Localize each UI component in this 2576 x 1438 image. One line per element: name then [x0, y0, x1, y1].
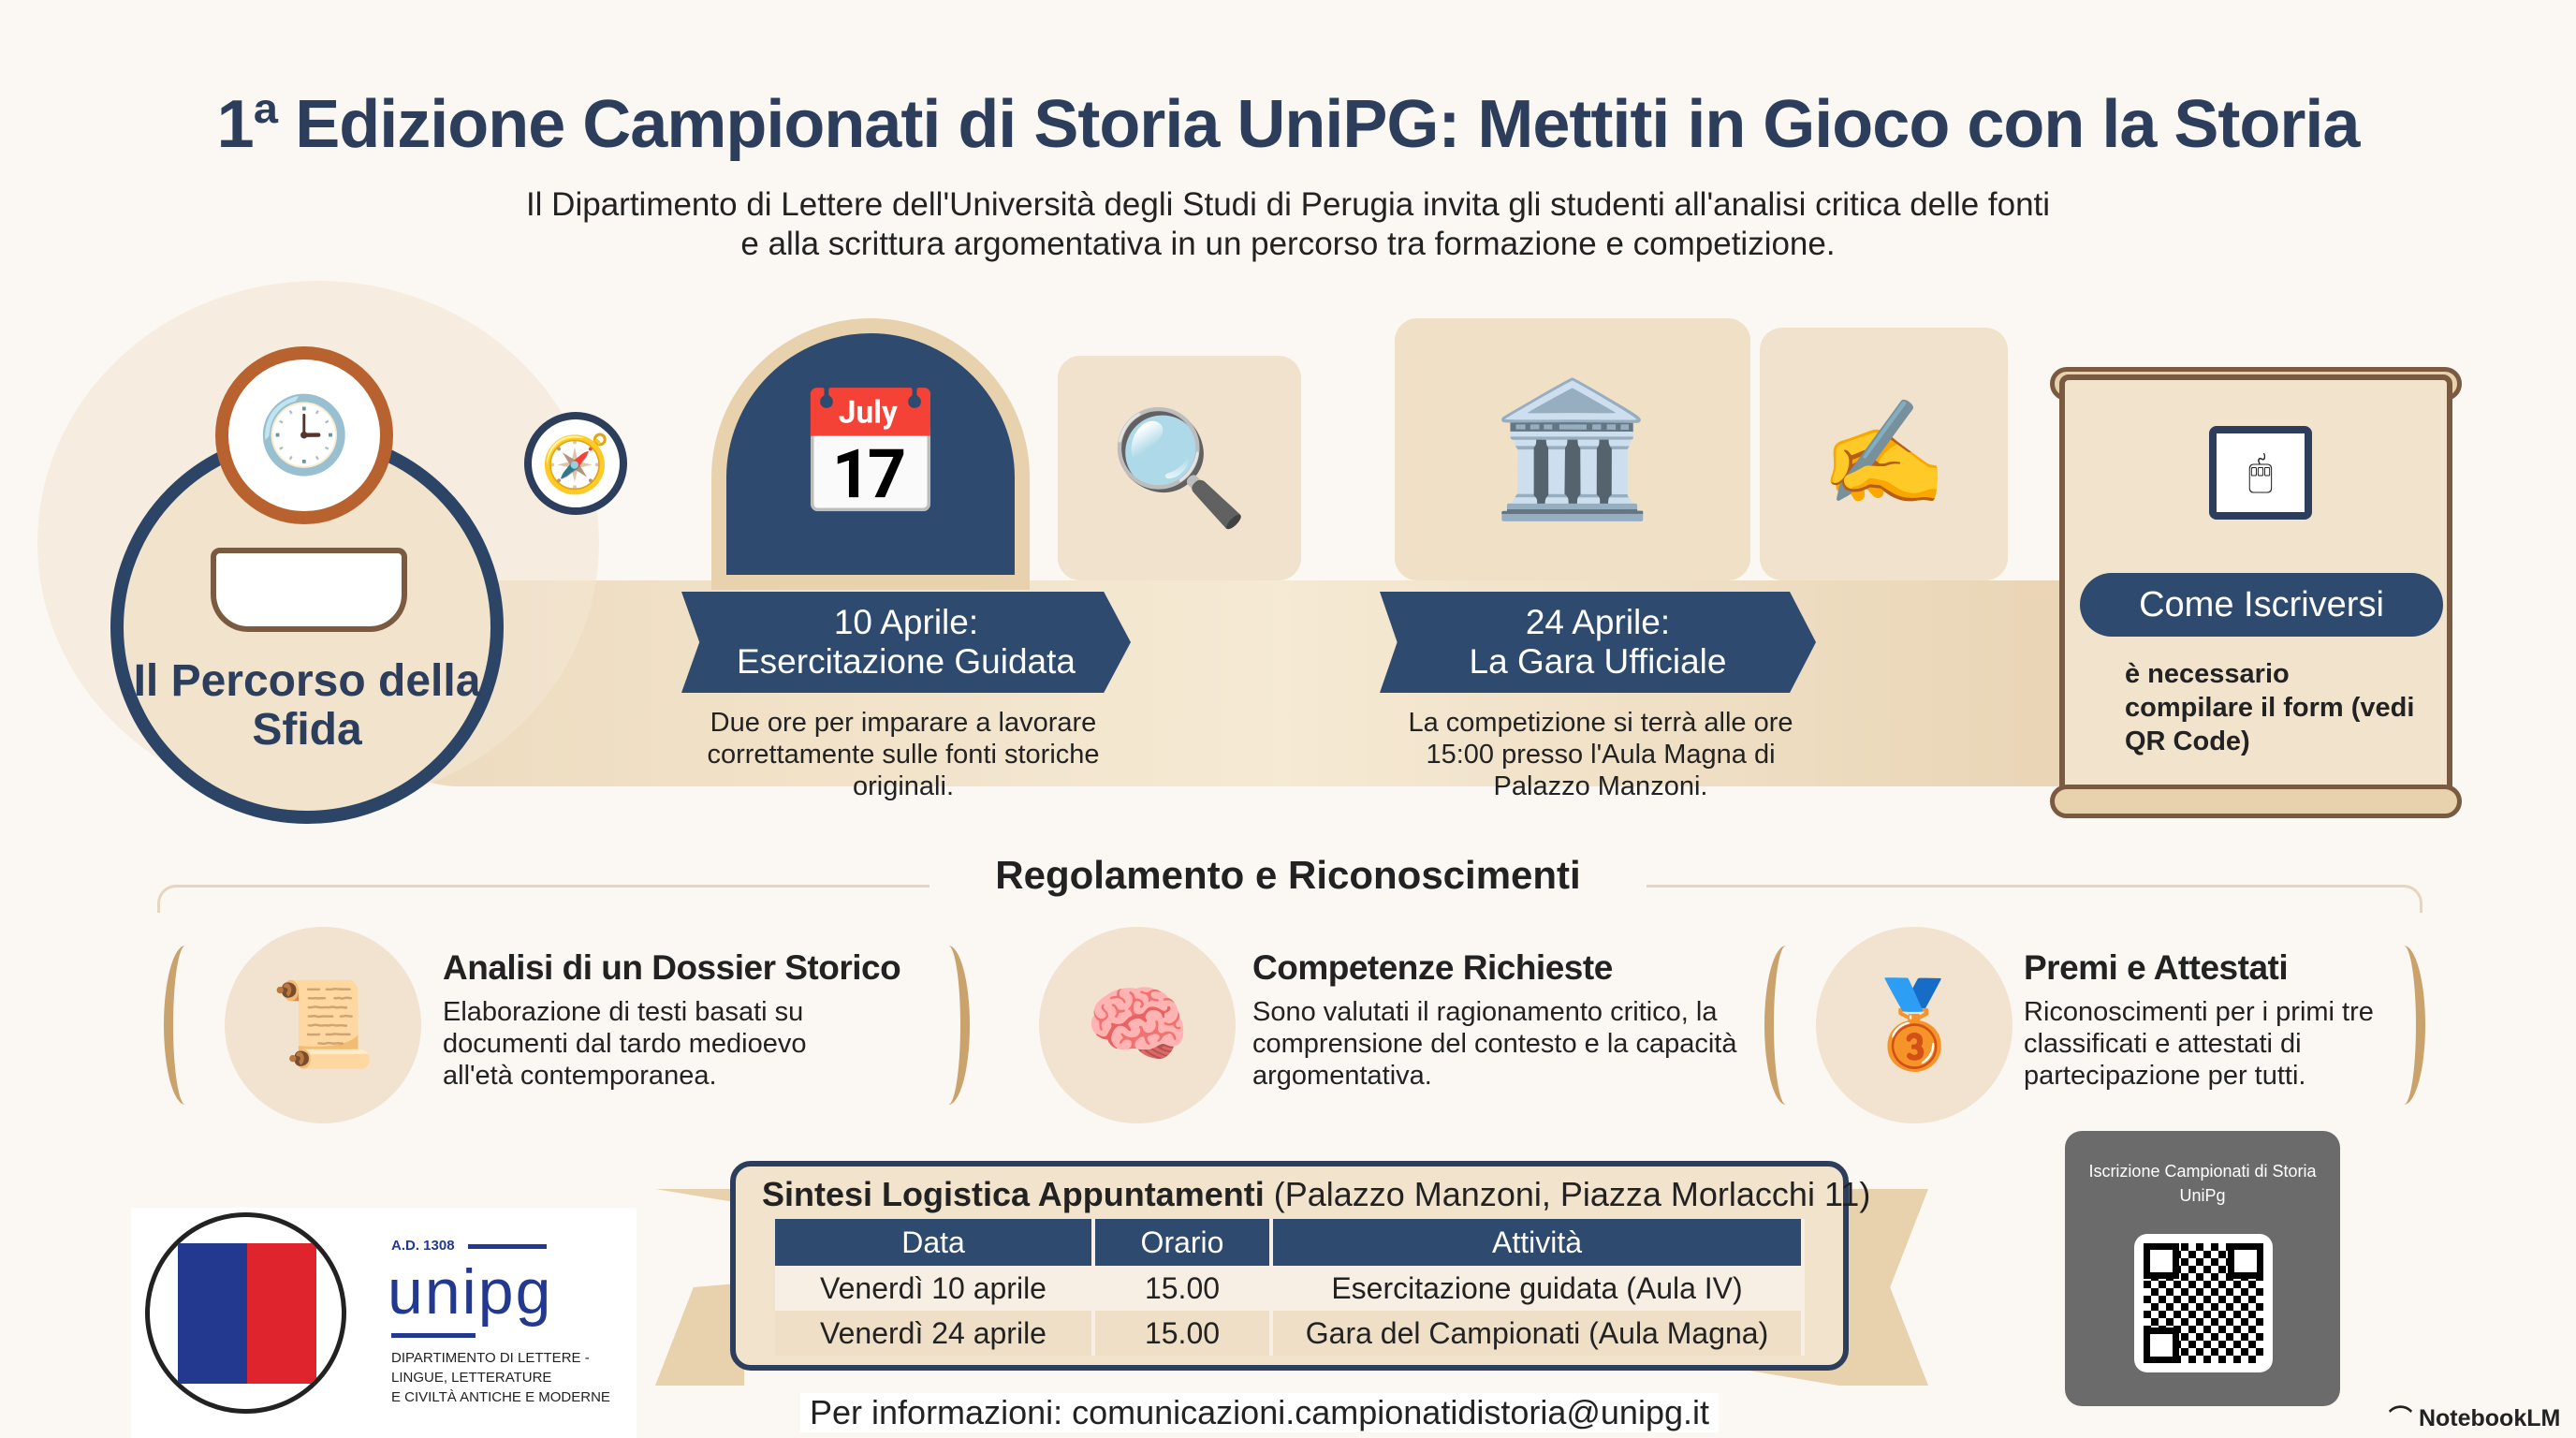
logo-brand: unipg — [388, 1256, 553, 1328]
rule-title: Premi e Attestati — [2024, 948, 2289, 987]
logistics-table: Data Orario Attività Venerdì 10 aprile 1… — [775, 1219, 1805, 1356]
table-cell: Esercitazione guidata (Aula IV) — [1271, 1266, 1805, 1311]
qr-code[interactable] — [2134, 1234, 2273, 1372]
scroll-icon: 📜 — [225, 927, 421, 1123]
step-banner-1: 10 Aprile: Esercitazione Guidata — [681, 592, 1131, 693]
rule-title: Analisi di un Dossier Storico — [443, 948, 901, 987]
step-name: La Gara Ufficiale — [1469, 642, 1727, 681]
logo-year: A.D. 1308 — [391, 1238, 455, 1254]
column-header: Attività — [1271, 1219, 1805, 1266]
table-cell: Venerdì 24 aprile — [775, 1311, 1095, 1356]
dept-line: DIPARTIMENTO DI LETTERE - — [391, 1350, 590, 1366]
rule-item: Competenze Richieste Sono valutati il ra… — [1252, 947, 1739, 1092]
subtitle-line: e alla scrittura argomentativa in un per… — [740, 226, 1836, 262]
laurel-icon — [927, 946, 970, 1105]
step-description: Due ore per imparare a lavorare corretta… — [707, 708, 1100, 801]
page-title: 1ª Edizione Campionati di Storia UniPG: … — [216, 87, 2361, 162]
rule-text: Riconoscimenti per i primi tre classific… — [2024, 997, 2374, 1091]
table-cell: 15.00 — [1093, 1311, 1273, 1356]
brand-text: NotebookLM — [2418, 1405, 2561, 1431]
table-cell: Venerdì 10 aprile — [775, 1266, 1095, 1311]
students-writing-icon: ✍️ — [1760, 328, 2008, 580]
step-date: 24 Aprile: — [1525, 603, 1671, 641]
computer-cursor-icon: 🖱 — [2209, 426, 2312, 520]
seal-blue-half — [178, 1243, 247, 1384]
page-subtitle: Il Dipartimento di Lettere dell'Universi… — [0, 185, 2576, 264]
table-header-row: Data Orario Attività — [775, 1219, 1805, 1266]
calendar-icon: 📅 — [711, 318, 1030, 590]
medals-icon: 🥉 — [1816, 927, 2012, 1123]
laurel-icon — [1764, 946, 1808, 1105]
column-header: Orario — [1093, 1219, 1273, 1266]
university-seal-logo — [145, 1212, 346, 1414]
contact-info: Per informazioni: comunicazioni.campiona… — [800, 1393, 1719, 1432]
laurel-icon — [2382, 946, 2425, 1105]
logistics-location: (Palazzo Manzoni, Piazza Morlacchi 11) — [1264, 1175, 1871, 1213]
scroll-rod — [2050, 785, 2462, 818]
department-name: DIPARTIMENTO DI LETTERE - LINGUE, LETTER… — [391, 1348, 610, 1407]
rule-text: Elaborazione di testi basati su document… — [443, 997, 807, 1091]
stopwatch-icon: 🕒 — [215, 346, 393, 524]
student-magnifier-icon: 🔍 — [1058, 356, 1301, 580]
logistics-title: Sintesi Logistica Appuntamenti (Palazzo … — [762, 1175, 1870, 1213]
table-row: Venerdì 10 aprile 15.00 Esercitazione gu… — [775, 1266, 1805, 1311]
logistics-panel: Sintesi Logistica Appuntamenti (Palazzo … — [730, 1161, 1870, 1371]
brain-book-icon: 🧠 — [1039, 927, 1236, 1123]
seal-red-half — [247, 1243, 316, 1384]
column-header: Data — [775, 1219, 1095, 1266]
rule-item: Analisi di un Dossier Storico Elaborazio… — [443, 947, 911, 1092]
notebooklm-brand: ⌒ NotebookLM — [2389, 1404, 2560, 1432]
logo-line — [468, 1244, 547, 1249]
rules-heading-text: Regolamento e Riconoscimenti — [929, 853, 1647, 897]
table-cell: Gara del Campionati (Aula Magna) — [1271, 1311, 1805, 1356]
open-book-icon — [211, 548, 407, 632]
start-label: Il Percorso della Sfida — [133, 656, 481, 755]
step-date: 10 Aprile: — [833, 603, 979, 641]
qr-title: Iscrizione Campionati di Storia UniPg — [2088, 1162, 2317, 1205]
table-cell: 15.00 — [1093, 1266, 1273, 1311]
palace-icon: 🏛️ — [1395, 318, 1750, 580]
logistics-title-bold: Sintesi Logistica Appuntamenti — [762, 1175, 1265, 1213]
step-banner-2: 24 Aprile: La Gara Ufficiale — [1380, 592, 1816, 693]
logo-line — [391, 1333, 476, 1338]
signup-banner: Come Iscriversi — [2080, 573, 2443, 637]
dept-line: LINGUE, LETTERATURE — [391, 1370, 552, 1386]
dept-line: E CIVILTÀ ANTICHE E MODERNE — [391, 1389, 610, 1405]
rule-item: Premi e Attestati Riconoscimenti per i p… — [2024, 947, 2379, 1092]
laurel-icon — [164, 946, 207, 1105]
subtitle-line: Il Dipartimento di Lettere dell'Universi… — [525, 186, 2051, 223]
notebooklm-icon: ⌒ — [2389, 1405, 2419, 1431]
step-name: Esercitazione Guidata — [737, 642, 1076, 681]
signup-description: è necessario compilare il form (vedi QR … — [2125, 659, 2415, 756]
rules-heading: Regolamento e Riconoscimenti — [0, 852, 2576, 908]
rule-title: Competenze Richieste — [1252, 948, 1613, 987]
timeline-ribbon — [356, 580, 2209, 786]
compass-icon: 🧭 — [524, 412, 627, 515]
step-description: La competizione si terrà alle ore 15:00 … — [1408, 708, 1793, 801]
rule-text: Sono valutati il ragionamento critico, l… — [1252, 997, 1737, 1091]
table-row: Venerdì 24 aprile 15.00 Gara del Campion… — [775, 1311, 1805, 1356]
